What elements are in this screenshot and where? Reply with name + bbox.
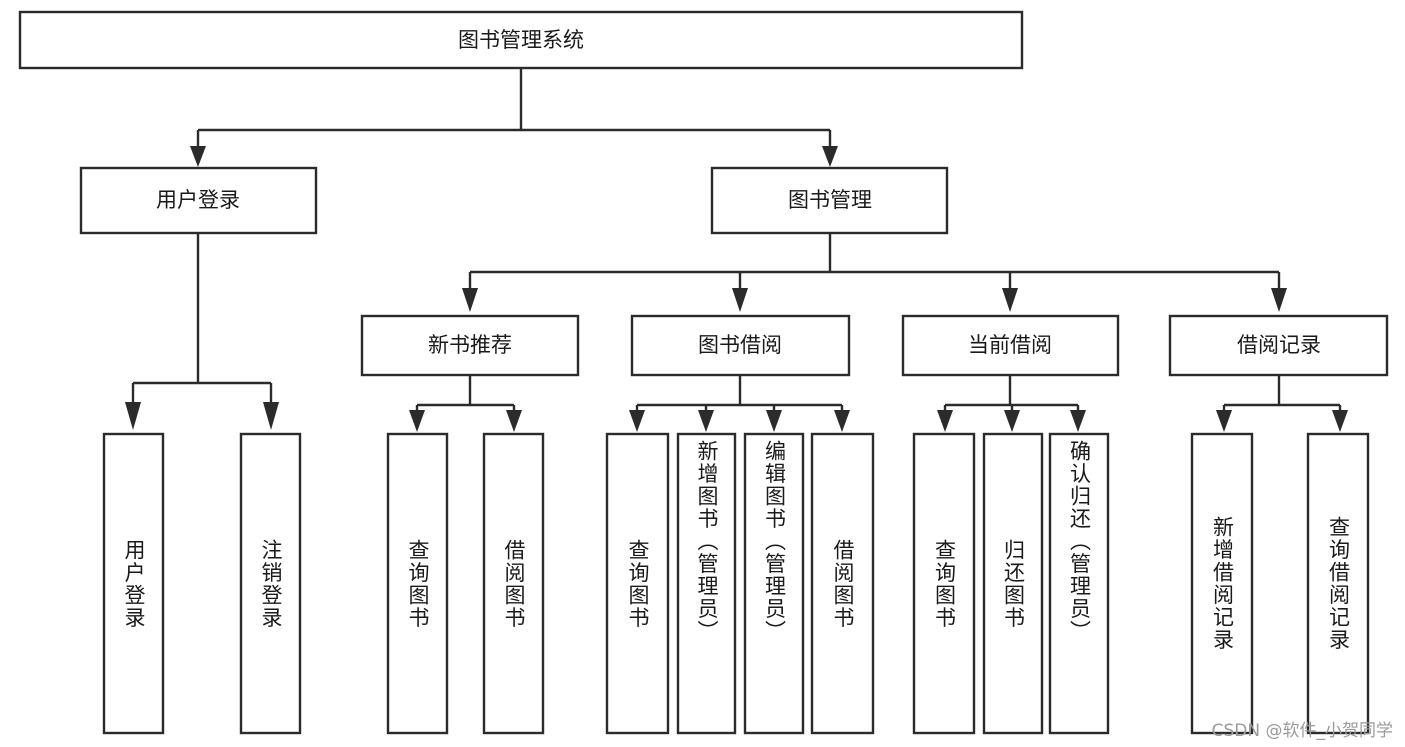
leaf-query-book-2-box[interactable] <box>605 432 670 735</box>
arrowhead-leaf-borrow-book-1 <box>506 410 522 432</box>
node-new-book-rec-label: 新书推荐 <box>428 333 512 357</box>
arrowhead-book-manage <box>822 146 838 167</box>
connectors-new-book-rec-to-leaves <box>409 375 522 432</box>
connectors-user-login-to-leaves <box>125 233 279 430</box>
node-borrow-record-label: 借阅记录 <box>1237 333 1321 357</box>
arrowhead-leaf-borrow-book-2 <box>834 410 850 432</box>
arrowhead-leaf-edit-book <box>766 410 782 432</box>
leaf-return-book-box[interactable] <box>982 432 1044 735</box>
node-current-borrow-box[interactable] <box>901 314 1120 377</box>
node-book-borrow[interactable]: 图书借阅 <box>630 314 851 377</box>
arrowhead-leaf-query-book-1 <box>409 410 425 432</box>
node-root[interactable]: 图书管理系统 <box>18 10 1024 70</box>
node-book-manage[interactable]: 图书管理 <box>710 166 949 235</box>
arrowhead-leaf-query-book-3 <box>937 410 953 432</box>
leaf-query-book-3-box[interactable] <box>912 432 976 735</box>
arrowhead-leaf-add-record <box>1216 410 1232 432</box>
leaf-borrow-book-1-box[interactable] <box>482 432 545 735</box>
arrowhead-leaf-return-book <box>1004 410 1020 432</box>
arrowhead-leaf-query-record <box>1332 410 1348 432</box>
arrowhead-new-book-rec <box>462 288 478 312</box>
leaf-edit-book-box[interactable] <box>743 432 805 735</box>
arrowhead-leaf-logout <box>263 402 279 430</box>
node-user-login[interactable]: 用户登录 <box>79 166 318 235</box>
arrowhead-book-borrow <box>732 288 748 312</box>
leaf-add-record-box[interactable] <box>1190 432 1254 735</box>
leaf-confirm-return-box[interactable] <box>1048 432 1110 735</box>
node-current-borrow[interactable]: 当前借阅 <box>901 314 1120 377</box>
connectors-book-manage-to-level3 <box>462 233 1287 312</box>
node-user-login-label: 用户登录 <box>156 188 240 212</box>
connectors-current-borrow-to-leaves <box>937 375 1086 432</box>
arrowhead-current-borrow <box>1002 288 1018 312</box>
node-new-book-rec[interactable]: 新书推荐 <box>360 314 580 377</box>
arrowhead-user-login <box>190 146 206 167</box>
node-root-box[interactable] <box>18 10 1024 70</box>
arrowhead-leaf-confirm-return <box>1070 410 1086 432</box>
node-user-login-box[interactable] <box>79 166 318 235</box>
arrowhead-leaf-user-login <box>125 402 141 430</box>
connectors-borrow-record-to-leaves <box>1216 375 1348 432</box>
csdn-watermark: CSDN @软件_小贺同学 <box>1211 721 1393 741</box>
node-book-manage-label: 图书管理 <box>788 188 872 212</box>
connectors-book-borrow-to-leaves <box>629 375 850 432</box>
leaf-query-record-box[interactable] <box>1306 432 1370 735</box>
leaf-query-book-1-box[interactable] <box>386 432 449 735</box>
node-current-borrow-label: 当前借阅 <box>968 333 1052 357</box>
node-book-borrow-box[interactable] <box>630 314 851 377</box>
leaf-user-login-box[interactable] <box>102 432 165 735</box>
node-borrow-record-box[interactable] <box>1168 314 1389 377</box>
node-new-book-rec-box[interactable] <box>360 314 580 377</box>
connectors-root-to-level2 <box>190 68 838 167</box>
leaf-logout-box[interactable] <box>239 432 302 735</box>
node-book-borrow-label: 图书借阅 <box>698 333 782 357</box>
node-book-manage-box[interactable] <box>710 166 949 235</box>
node-borrow-record[interactable]: 借阅记录 <box>1168 314 1389 377</box>
arrowhead-leaf-add-book <box>698 410 714 432</box>
leaf-add-book-box[interactable] <box>676 432 737 735</box>
leaf-borrow-book-2-box[interactable] <box>810 432 875 735</box>
leaf-boxes <box>102 432 1370 735</box>
arrowhead-borrow-record <box>1271 288 1287 312</box>
node-root-label: 图书管理系统 <box>458 28 584 52</box>
arrowhead-leaf-query-book-2 <box>629 410 645 432</box>
